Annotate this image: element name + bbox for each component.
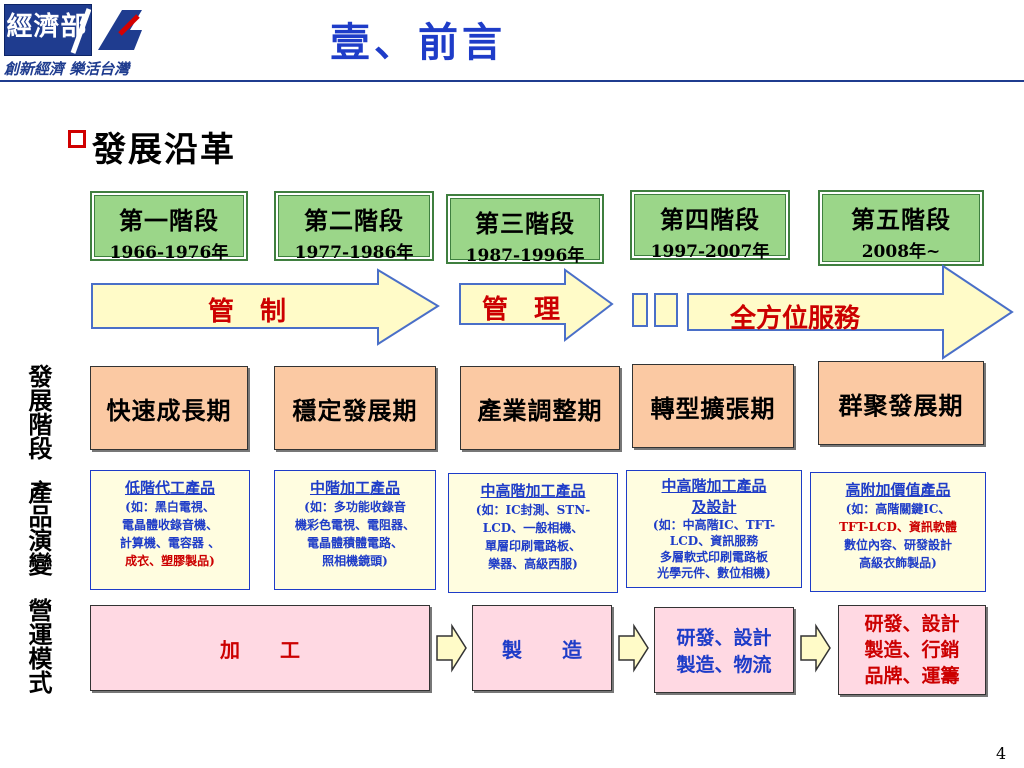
product-line: LCD、資訊服務 xyxy=(669,534,759,548)
stage-name: 第一階段 xyxy=(119,206,219,235)
product-line: TFT-LCD、資訊軟體 xyxy=(839,520,957,534)
phase-box-4: 轉型擴張期 xyxy=(632,364,794,448)
stage-name: 第三階段 xyxy=(475,209,575,238)
product-box-3: 中高階加工產品 (如：IC封測、STN- LCD、一般相機、 單層印刷電路板、 … xyxy=(448,473,618,593)
ops-arrow-3 xyxy=(800,623,831,673)
ops-arrow-2 xyxy=(618,623,649,673)
ops-rd-line2: 製造、物流 xyxy=(676,654,772,676)
product-line: LCD、一般相機、 xyxy=(482,521,584,535)
product-line: 電晶體收錄音機、 xyxy=(121,518,218,532)
product-line: 機彩色電視、電阻器、 xyxy=(294,518,415,532)
product-heading: 中階加工產品 xyxy=(309,479,400,497)
stage-box-4: 第四階段 1997-2007年 xyxy=(630,190,790,262)
product-heading: 中高階加工產品 xyxy=(480,482,586,500)
phase-box-3: 產業調整期 xyxy=(460,366,620,450)
product-box-2: 中階加工產品 (如：多功能收錄音 機彩色電視、電阻器、 電晶體積體電路、 照相機… xyxy=(274,470,436,590)
phase-arrows xyxy=(91,264,1014,360)
product-heading: 中高階加工產品 xyxy=(661,477,767,495)
section-title: 發展沿革 xyxy=(92,130,236,170)
product-heading-2: 及設計 xyxy=(691,498,737,516)
side-label-stage: 發展階段 xyxy=(24,364,53,460)
product-line: 數位內容、研發設計 xyxy=(843,538,952,552)
product-line: (如：黑白電視、 xyxy=(125,500,215,514)
page-number: 4 xyxy=(996,744,1007,763)
slogan: 創新經濟 樂活台灣 xyxy=(4,60,130,78)
product-line: (如：多功能收錄音 xyxy=(304,500,406,514)
product-line: 樂器、高級西服) xyxy=(488,557,578,571)
stage-years: 1997-2007年 xyxy=(650,242,770,262)
side-label-ops: 營運模式 xyxy=(24,598,53,694)
product-line: 照相機鏡頭) xyxy=(322,554,388,568)
phase-box-2: 穩定發展期 xyxy=(274,366,436,450)
stage-years: 1966-1976年 xyxy=(109,243,229,263)
service-arrow xyxy=(687,264,1014,360)
service-arrow-label: 全方位服務 xyxy=(730,304,861,334)
stage-box-5: 第五階段 2008年~ xyxy=(818,190,984,266)
product-line: 電晶體積體電路、 xyxy=(306,536,403,550)
ops-final-line2: 製造、行銷 xyxy=(864,639,960,661)
logo-emblem-icon xyxy=(98,10,142,50)
phase-box-5: 群聚發展期 xyxy=(818,361,984,445)
stage-years: 1987-1996年 xyxy=(465,246,585,266)
product-box-1: 低階代工產品 (如：黑白電視、 電晶體收錄音機、 計算機、電容器 、 成衣、塑膠… xyxy=(90,470,250,590)
phase-box-1: 快速成長期 xyxy=(90,366,248,450)
ops-processing: 加 工 xyxy=(90,605,430,691)
ops-final: 研發、設計 製造、行銷 品牌、運籌 xyxy=(838,605,986,695)
manage-arrow-label: 管 理 xyxy=(482,295,561,325)
control-arrow xyxy=(91,268,440,346)
product-line: (如：中高階IC、TFT- xyxy=(652,518,776,532)
ops-arrows xyxy=(436,623,831,673)
stage-box-1: 第一階段 1966-1976年 xyxy=(90,191,248,263)
ops-final-line1: 研發、設計 xyxy=(864,613,960,635)
ops-final-line3: 品牌、運籌 xyxy=(864,665,960,687)
ministry-logo xyxy=(4,4,92,56)
side-label-product-text: 產品演變 xyxy=(24,480,53,576)
product-line: 成衣、塑膠製品) xyxy=(125,554,215,568)
stage-name: 第四階段 xyxy=(660,205,760,234)
product-line: 高級衣飾製品) xyxy=(859,556,937,570)
product-heading: 高附加價值產品 xyxy=(845,481,951,499)
product-line: (如：IC封測、STN- xyxy=(475,503,591,517)
product-line: 多層軟式印刷電路板 xyxy=(659,550,768,564)
product-box-4: 中高階加工產品 及設計 (如：中高階IC、TFT- LCD、資訊服務 多層軟式印… xyxy=(626,470,802,588)
ops-manufacturing: 製 造 xyxy=(472,605,612,691)
stage-years: 2008年~ xyxy=(861,242,941,262)
stage-box-3: 第三階段 1987-1996年 xyxy=(446,194,604,266)
product-line: 單層印刷電路板、 xyxy=(484,539,581,553)
logo-mark-icon xyxy=(70,8,91,54)
service-arrow-stub-1 xyxy=(632,293,648,327)
service-arrow-stub-2 xyxy=(654,293,678,327)
product-line: 光學元件、數位相機) xyxy=(657,566,771,580)
header-divider xyxy=(0,80,1024,82)
stage-name: 第二階段 xyxy=(304,206,404,235)
side-label-product: 產品演變 xyxy=(24,480,53,576)
product-box-5: 高附加價值產品 (如：高階關鍵IC、 TFT-LCD、資訊軟體 數位內容、研發設… xyxy=(810,472,986,592)
ops-rd-line1: 研發、設計 xyxy=(676,627,772,649)
page-title: 壹、前言 xyxy=(330,19,506,66)
side-label-stage-text: 發展階段 xyxy=(24,364,53,460)
ops-arrow-1 xyxy=(436,623,467,673)
bullet-square-icon xyxy=(68,130,86,148)
ops-rd: 研發、設計 製造、物流 xyxy=(654,607,794,693)
stage-years: 1977-1986年 xyxy=(294,243,414,263)
control-arrow-label: 管 制 xyxy=(208,297,287,327)
product-line: (如：高階關鍵IC、 xyxy=(845,502,951,516)
product-line: 計算機、電容器 、 xyxy=(119,536,221,550)
manage-arrow xyxy=(459,268,614,343)
product-heading: 低階代工產品 xyxy=(124,479,215,497)
logo-text: 經濟部 xyxy=(6,12,88,42)
stage-name: 第五階段 xyxy=(851,205,951,234)
stage-box-2: 第二階段 1977-1986年 xyxy=(274,191,434,263)
side-label-ops-text: 營運模式 xyxy=(24,598,53,694)
